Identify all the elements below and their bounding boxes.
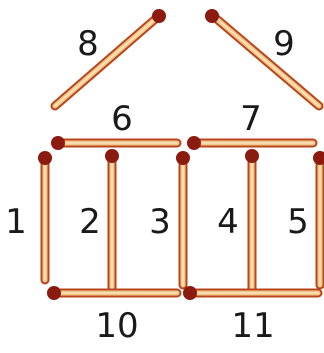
match-head-4	[245, 149, 259, 163]
match-head-8	[152, 9, 166, 23]
match-head-9	[205, 9, 219, 23]
match-head-11	[183, 286, 197, 300]
label-matchstick-5: 5	[287, 202, 309, 242]
label-matchstick-4: 4	[217, 202, 239, 242]
match-head-7	[187, 136, 201, 150]
label-matchstick-7: 7	[240, 99, 262, 139]
label-matchstick-10: 10	[95, 306, 138, 346]
match-head-6	[51, 136, 65, 150]
label-matchstick-1: 1	[5, 202, 27, 242]
label-matchstick-6: 6	[111, 99, 133, 139]
label-matchstick-3: 3	[149, 202, 171, 242]
match-head-10	[47, 286, 61, 300]
label-matchstick-11: 11	[231, 306, 274, 346]
match-head-1	[38, 151, 52, 165]
label-matchstick-2: 2	[79, 202, 101, 242]
match-head-3	[176, 151, 190, 165]
label-matchstick-9: 9	[273, 24, 295, 64]
match-head-2	[105, 149, 119, 163]
label-matchstick-8: 8	[77, 24, 99, 64]
